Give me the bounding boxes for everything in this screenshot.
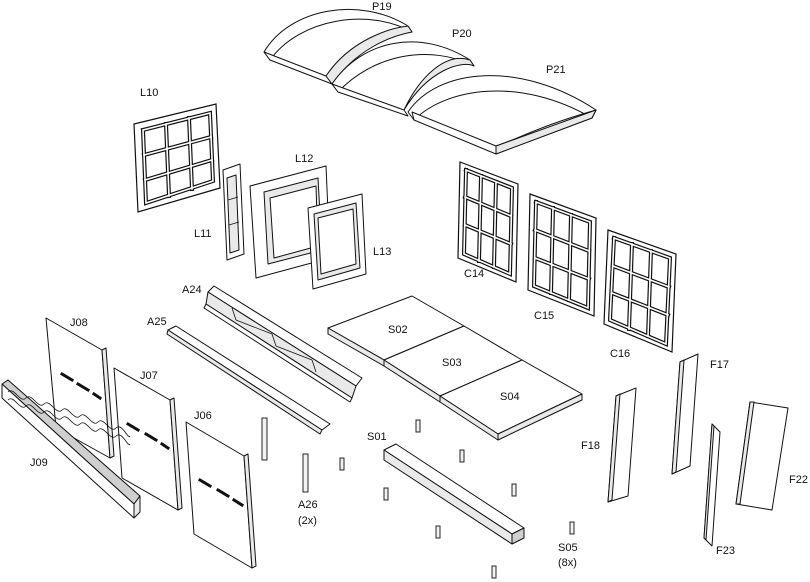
label-j06: J06 xyxy=(194,410,212,422)
roof-panel-p19 xyxy=(263,8,413,85)
label-l11: L11 xyxy=(194,228,212,240)
peg-s05-4 xyxy=(459,449,465,463)
post-a26-2 xyxy=(302,453,309,493)
label-l13: L13 xyxy=(373,246,391,258)
label-l12: L12 xyxy=(295,153,313,165)
label-s03: S03 xyxy=(442,357,462,369)
label-c14: C14 xyxy=(464,268,484,280)
label-p21: P21 xyxy=(546,64,566,76)
window-c14 xyxy=(457,161,519,283)
strip-l11 xyxy=(222,163,245,261)
beam-a24 xyxy=(203,285,363,403)
roof-panel-p21 xyxy=(407,75,597,155)
peg-s05-7 xyxy=(569,521,575,535)
label-p19: P19 xyxy=(372,1,392,13)
roof-panel-p20 xyxy=(331,41,475,117)
panel-l12 xyxy=(249,165,331,279)
label-a26: A26 xyxy=(298,499,318,511)
label-a24: A24 xyxy=(182,284,202,296)
window-c16 xyxy=(603,229,677,353)
peg-s05-5 xyxy=(511,483,517,497)
panel-f17 xyxy=(671,353,699,475)
label-j09: J09 xyxy=(30,457,48,469)
peg-s05-1 xyxy=(339,457,345,471)
label-f23: F23 xyxy=(716,545,735,557)
frame-l13 xyxy=(307,193,367,290)
label-s02: S02 xyxy=(388,324,408,336)
label-s04: S04 xyxy=(500,391,520,403)
peg-s05-8 xyxy=(491,565,497,579)
label-a25: A25 xyxy=(147,316,167,328)
wall-j07 xyxy=(113,367,183,511)
label-c16: C16 xyxy=(610,348,630,360)
panel-f18 xyxy=(607,387,637,503)
post-a26-1 xyxy=(261,417,268,461)
label-s01: S01 xyxy=(367,431,387,443)
plate-a25 xyxy=(166,325,331,435)
label-j08: J08 xyxy=(70,317,88,329)
label-p20: P20 xyxy=(452,28,472,40)
beam-s01 xyxy=(383,443,525,545)
label-c15: C15 xyxy=(534,310,554,322)
panel-f22 xyxy=(735,401,789,511)
label-l10: L10 xyxy=(140,87,158,99)
peg-s05-3 xyxy=(415,419,421,433)
panel-f23 xyxy=(703,423,721,547)
label-s05: S05 xyxy=(558,542,578,554)
ornament-strip-j09 xyxy=(1,379,141,519)
window-c15 xyxy=(527,193,597,317)
label-a26-qty: (2x) xyxy=(298,515,317,527)
label-j07: J07 xyxy=(140,370,158,382)
label-f17: F17 xyxy=(710,359,729,371)
peg-s05-2 xyxy=(383,487,389,501)
label-f18: F18 xyxy=(581,440,600,452)
label-f22: F22 xyxy=(789,474,808,486)
peg-s05-6 xyxy=(435,525,441,539)
label-s05-qty: (8x) xyxy=(558,557,577,569)
floor-s04 xyxy=(439,359,583,441)
wall-j06 xyxy=(185,421,257,569)
window-l10 xyxy=(133,103,221,213)
